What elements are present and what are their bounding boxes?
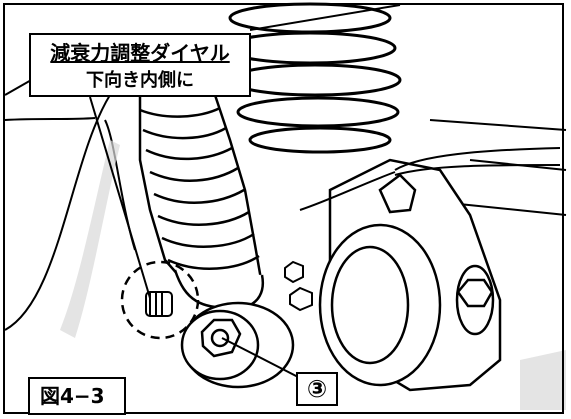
bolts bbox=[284, 260, 313, 312]
part-3-leader-line bbox=[221, 337, 301, 379]
brake-lines bbox=[104, 119, 561, 251]
damping-dial bbox=[145, 291, 173, 317]
shading bbox=[60, 140, 566, 410]
callout-title: 減衰力調整ダイヤル bbox=[50, 41, 230, 65]
bracket-assembly bbox=[318, 158, 502, 392]
part-number-badge: ③ bbox=[296, 372, 338, 406]
leader-lines bbox=[89, 96, 301, 379]
callout-subtitle: 下向き内側に bbox=[86, 70, 194, 91]
shock-lower-body bbox=[173, 269, 295, 389]
dashed-circle-highlight bbox=[120, 260, 200, 340]
coil-spring bbox=[223, 2, 402, 154]
damping-dial-callout: 減衰力調整ダイヤル 下向き内側に bbox=[29, 33, 251, 97]
figure-number-label: 図4−3 bbox=[28, 377, 126, 415]
dial-leader-line bbox=[89, 96, 151, 299]
shock-bellows bbox=[138, 93, 264, 302]
